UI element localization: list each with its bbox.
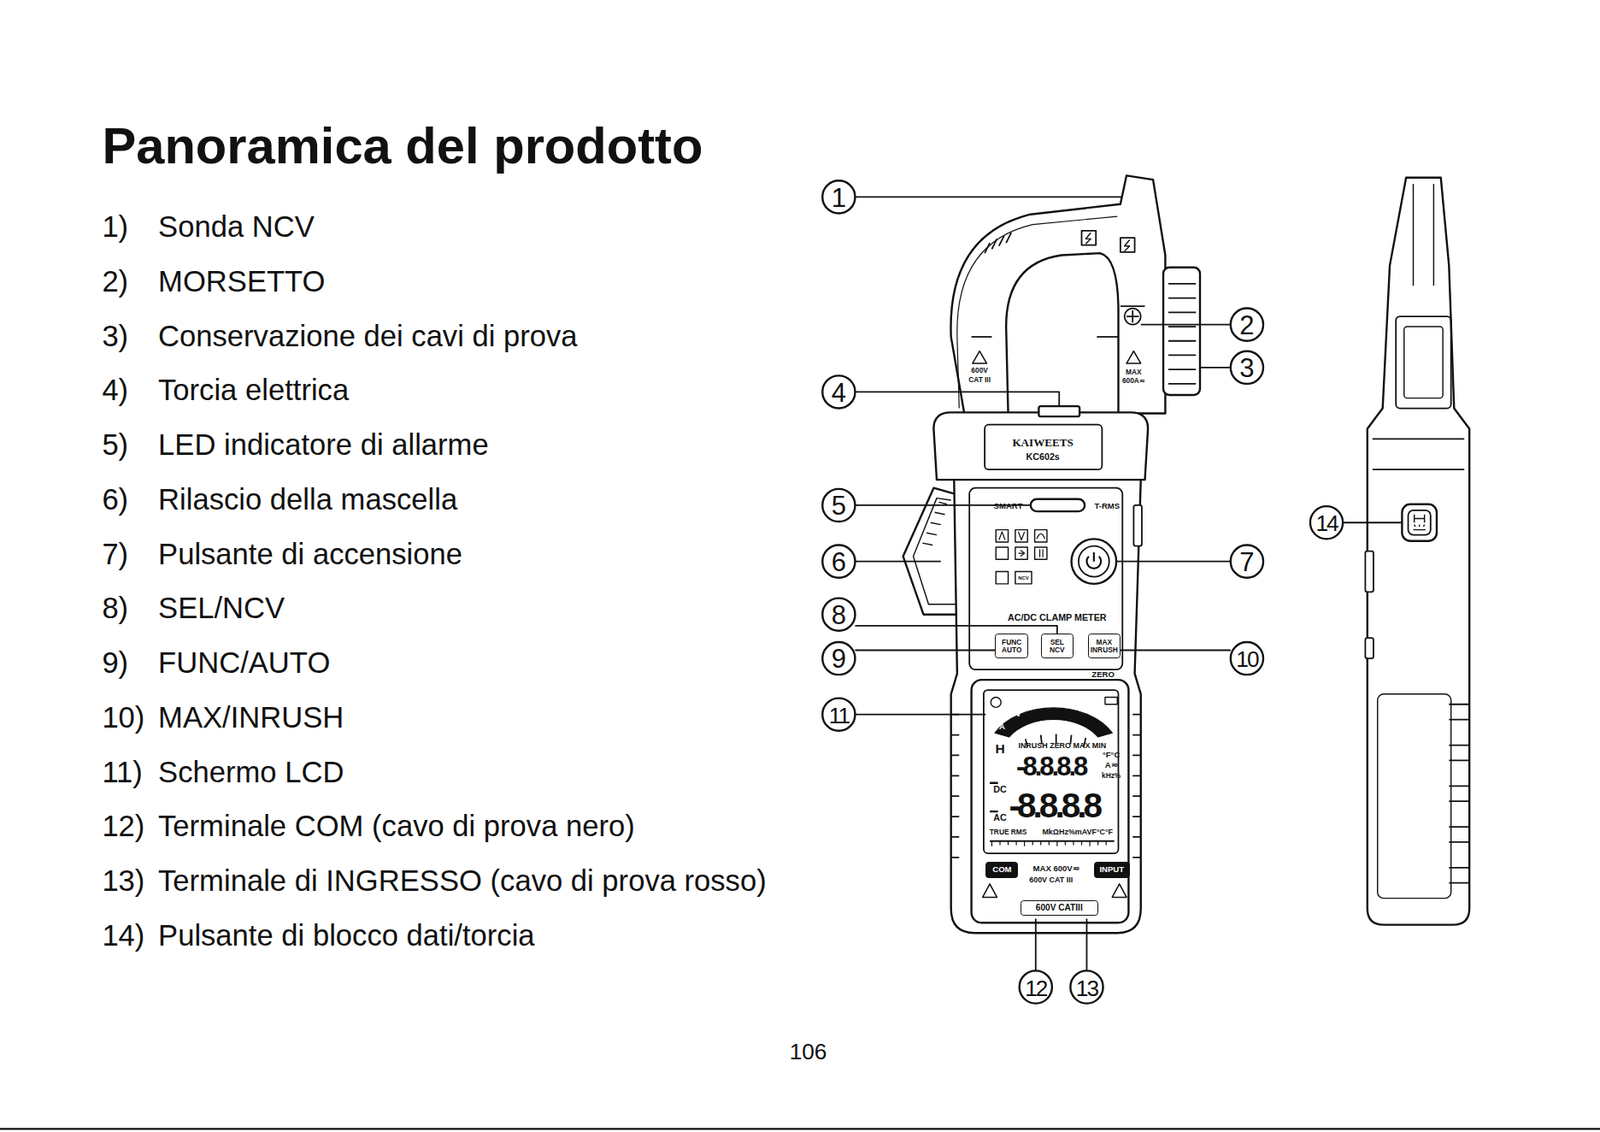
callout-number: 5 [831,493,847,520]
button-text: COM [992,864,1012,874]
device-marking: 600V CAT III [1029,876,1073,884]
device-marking: MAX 600V≂ [1033,864,1080,873]
list-number: 7) [101,538,129,569]
lcd-segment: A≂ [1105,761,1118,771]
button: SELNCV [1041,633,1074,659]
lcd-segment: DC [993,783,1007,794]
list-number: 5) [101,429,129,460]
button-text: 600V CATIII [1035,903,1083,912]
device-marking: ZERO [1091,670,1115,679]
list-number: 3) [101,320,129,351]
callout-number: 6 [831,548,847,576]
list-item: FUNC/AUTO [158,647,330,678]
device-marking: SMART [994,501,1024,511]
list-item: LED indicatore di allarme [158,429,489,460]
list-number: 10) [101,702,145,733]
button-text: NCV [1049,646,1065,653]
list-number: 6) [101,483,129,514]
callout-number: 8 [831,601,847,629]
callout-number: 1 [831,184,847,212]
list-item: Terminale di INGRESSO (cavo di prova ros… [158,865,767,896]
button-text: INRUSH [1090,646,1118,653]
lcd-segment: AC [993,812,1007,823]
lcd-segment: A [999,722,1006,731]
list-number: 14) [101,920,145,951]
button: FUNCAUTO [994,633,1029,659]
device-marking: 600A≂ [1122,376,1146,384]
list-item: Terminale COM (cavo di prova nero) [158,811,636,842]
button-text: FUNC [1001,638,1022,646]
list-number: 4) [101,375,129,406]
lcd-digits: -8.8.8.8 [1016,752,1086,780]
model-name: KC602s [1025,451,1059,461]
list-item: Conservazione dei cavi di prova [158,320,578,351]
callout-number: 3 [1239,354,1254,382]
list-number: 1) [101,211,129,242]
button: MAXINRUSH [1088,633,1121,659]
list-number: 13) [101,865,145,896]
list-item: Pulsante di blocco dati/torcia [158,920,536,951]
list-number: 12) [101,811,145,842]
list-number: 8) [101,593,129,624]
list-item: Torcia elettrica [158,375,349,406]
lcd-segment: MkΩHz%mAVF°C°F [1041,828,1113,836]
button-text: SEL [1050,638,1065,646]
list-item: Pulsante di accensione [158,538,463,569]
callout-number: 10 [1235,647,1258,671]
lcd-segment: Ω [1033,700,1041,709]
lcd-segment: TRUE RMS [989,828,1028,836]
list-number: 11) [101,756,142,787]
device-marking: T-RMS [1094,501,1120,511]
device-marking: CAT III [968,376,991,383]
button-text: MAX [1096,638,1113,646]
button-text: AUTO [1001,646,1023,653]
callout-number: 13 [1076,976,1098,1000]
device-marking: 600V [970,366,989,374]
rating-band: 600V CATIII [1020,900,1099,916]
lcd-segment: kHz% [1101,771,1121,779]
list-item: Sonda NCV [158,211,315,242]
terminal-label: COM [985,861,1018,878]
callout-number: 12 [1024,976,1047,1000]
terminal-label: INPUT [1094,861,1130,878]
lcd-segment: INRUSH ZERO MAX MIN [1017,741,1106,749]
page-number: 106 [789,1040,828,1063]
list-item: Rilascio della mascella [158,483,458,514]
callout-number: 11 [829,704,849,727]
list-item: MORSETTO [158,265,326,296]
callout-number: 2 [1239,311,1254,339]
lcd-digits: -8.8.8.8 [1008,788,1100,824]
callout-number: 9 [831,646,847,673]
icon-text: NCV [1017,576,1030,582]
list-item: SEL/NCV [158,593,285,624]
lcd-segment: V [1015,709,1021,718]
list-item: MAX/INRUSH [158,702,344,733]
lcd-segment: °F°C [1102,751,1120,760]
button-text: INPUT [1099,864,1124,874]
list-number: 9) [101,647,129,678]
device-marking: MAX [1125,367,1142,375]
page-title: Panoramica del prodotto [101,120,703,172]
callout-number: 7 [1239,548,1254,576]
callout-number: 14 [1315,511,1337,535]
brand-name: KAIWEETS [1011,437,1073,449]
lcd-segment: H [994,742,1005,757]
device-marking: AC/DC CLAMP METER [1007,612,1107,623]
list-item: Schermo LCD [158,756,344,787]
callout-number: 4 [831,379,847,406]
list-number: 2) [101,265,129,296]
